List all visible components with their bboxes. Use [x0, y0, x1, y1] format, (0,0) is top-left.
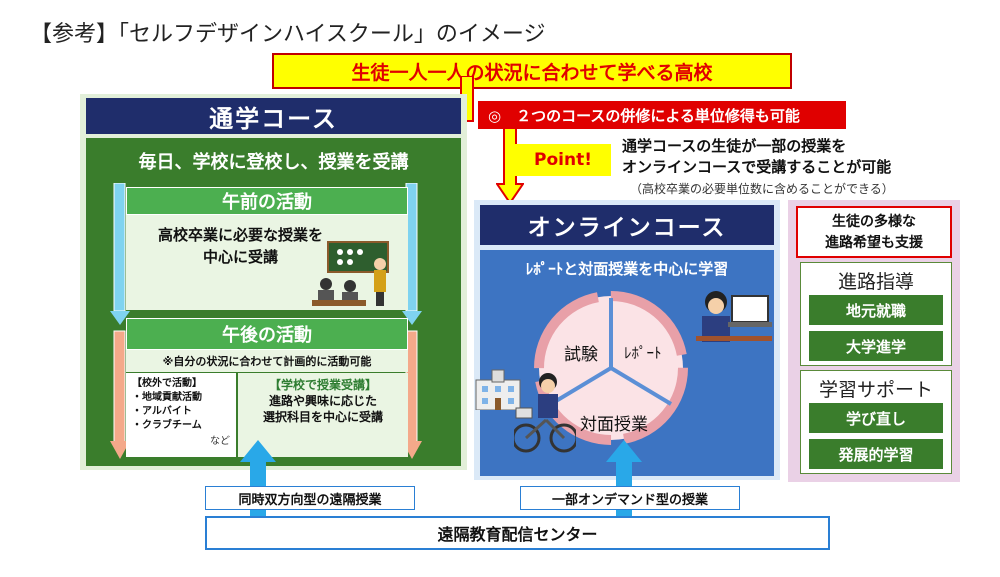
afternoon-activity-title: 午後の活動 [126, 318, 408, 350]
school-classes-box: 【学校で授業受講】 進路や興味に応じた 選択科目を中心に受講 [238, 373, 408, 457]
support-head-line2: 進路希望も支援 [825, 235, 923, 251]
learning-support-title: 学習サポート [818, 379, 933, 401]
learning-item: 発展的学習 [809, 439, 943, 469]
commute-course-title: 通学コース [86, 98, 461, 134]
point-text: 通学コースの生徒が一部の授業を オンラインコースで受講することが可能 [622, 136, 891, 178]
outside-etc: など [210, 436, 230, 447]
school-building-icon [475, 369, 521, 410]
dual-enrollment-label: ◎ ２つのコースの併修による単位修得も可能 [478, 101, 846, 129]
morning-activity-title: 午前の活動 [126, 187, 408, 215]
career-guidance-group: 進路指導 地元就職 大学進学 [800, 262, 952, 366]
left-timeline-arrow [110, 183, 130, 459]
commute-course-subtitle: 毎日、学校に登校し、授業を受講 [138, 152, 409, 173]
afternoon-note: ※自分の状況に合わせて計画的に活動可能 [126, 350, 408, 372]
outside-item: ・アルバイト [132, 406, 192, 417]
school-heading: 【学校で授業受講】 [268, 378, 377, 392]
morning-activity-text: 高校卒業に必要な授業を 中心に受講 [148, 224, 333, 268]
cyclist-illustration [514, 373, 576, 453]
online-course-subtitle: ﾚﾎﾟｰﾄと対面授業を中心に学習 [525, 260, 729, 278]
school-line2: 選択科目を中心に受講 [262, 410, 383, 424]
banner: 生徒一人一人の状況に合わせて学べる高校 [272, 53, 792, 89]
point-badge: Point! [515, 144, 611, 176]
morning-line1: 高校卒業に必要な授業を [157, 226, 323, 244]
distribution-center: 遠隔教育配信センター [205, 516, 830, 550]
outside-heading: 【校外で活動】 [132, 378, 202, 389]
career-item: 地元就職 [809, 295, 943, 325]
point-note: （高校卒業の必要単位数に含めることができる） [630, 182, 894, 196]
outside-activities-box: 【校外で活動】 ・地域貢献活動 ・アルバイト ・クラブチーム など [126, 373, 236, 457]
down-arrow-online [496, 128, 524, 204]
career-guidance-title: 進路指導 [837, 271, 914, 293]
school-line1: 進路や興味に応じた [268, 394, 377, 408]
cycle-face-to-face: 対面授業 [580, 415, 648, 435]
up-arrow-ondemand [606, 440, 642, 516]
live-class-label: 同時双方向型の遠隔授業 [205, 486, 415, 510]
learning-cycle-diagram [534, 291, 688, 445]
up-arrow-live [240, 440, 276, 516]
cycle-report: ﾚﾎﾟｰﾄ [624, 344, 662, 362]
ondemand-class-label: 一部オンデマンド型の授業 [520, 486, 740, 510]
learning-support-group: 学習サポート 学び直し 発展的学習 [800, 370, 952, 474]
outside-item: ・地域貢献活動 [132, 392, 202, 403]
page-title: 【参考】「セルフデザインハイスクール」のイメージ [30, 22, 546, 47]
online-course-title: オンラインコース [480, 205, 774, 245]
online-student-illustration [696, 291, 772, 342]
outside-item: ・クラブチーム [132, 420, 202, 431]
point-text-line2: オンラインコースで受講することが可能 [622, 158, 892, 176]
support-head-line1: 生徒の多様な [832, 214, 916, 230]
classroom-illustration [312, 241, 389, 306]
career-item: 大学進学 [809, 331, 943, 361]
learning-item: 学び直し [809, 403, 943, 433]
cycle-exam: 試験 [564, 345, 598, 365]
morning-line2: 中心に受講 [202, 248, 278, 266]
point-text-line1: 通学コースの生徒が一部の授業を [622, 137, 847, 155]
support-heading: 生徒の多様な 進路希望も支援 [796, 206, 952, 258]
